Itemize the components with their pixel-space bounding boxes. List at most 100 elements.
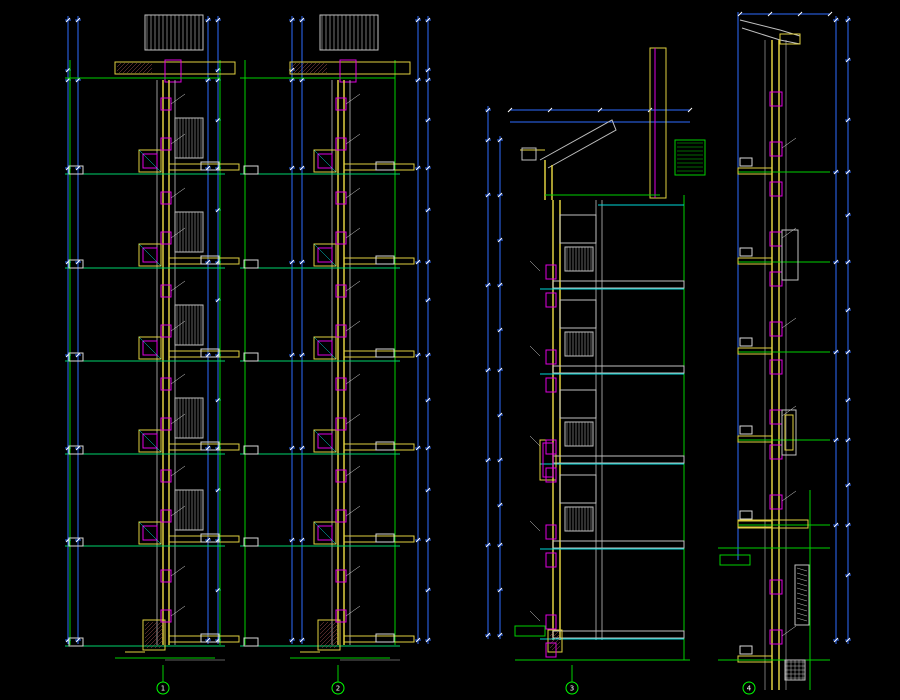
dimension-tick [215,117,221,123]
dimension-tick [497,502,503,508]
dimension-tick [415,352,421,358]
level-label-box [739,337,753,347]
dimension-tick [425,297,431,303]
dimension-lines-layer [65,11,851,644]
window-marker [769,91,783,107]
leader-line [170,227,186,239]
dimension-tick [485,632,491,638]
dimension-tick [485,542,491,548]
ground-annotation-box [514,625,546,637]
level-label-box [243,352,259,362]
dimension-tick [845,482,851,488]
dimension-tick [833,259,839,265]
window-marker [545,552,557,568]
hatch-line [317,63,328,74]
hatch-line [146,67,153,74]
dimension-tick [497,367,503,373]
dimension-tick [845,212,851,218]
hatch-line [555,645,561,651]
window-marker [545,264,557,280]
dimension-tick [299,352,305,358]
dimension-tick [415,77,421,83]
level-label-box [243,637,259,647]
floor-slab [737,655,773,663]
dimension-tick [205,637,211,643]
leader-line [781,137,797,149]
window-diagonal [138,521,162,545]
window-marker [769,494,783,510]
window-diagonal [313,336,337,360]
window-frame [138,429,162,453]
hatch-line [319,627,339,647]
dimension-tick [485,107,491,113]
leader-line [345,133,361,145]
leader-line [529,520,541,532]
hatch-line [142,63,153,74]
floor-slab [737,257,773,265]
dimension-tick [425,165,431,171]
foundation [142,619,166,651]
dimension-tick [75,17,81,23]
level-label-box [243,445,259,455]
window-marker [545,292,557,308]
dimension-tick [75,637,81,643]
dimension-tick [845,349,851,355]
dimension-tick [65,77,71,83]
window-marker [769,141,783,157]
dimension-tick [845,117,851,123]
dimension-tick [485,367,491,373]
dimension-tick [425,17,431,23]
leader-line [345,465,361,477]
leader-line [170,413,186,425]
level-label-box [375,161,395,171]
dimension-tick [845,572,851,578]
window-marker [545,439,557,455]
bay-detail [781,409,797,456]
dimension-tick [205,165,211,171]
dimension-tick [833,637,839,643]
hatch-line [549,633,561,645]
hatch-line [321,631,339,649]
window-sill [317,247,333,263]
level-label-box [739,510,753,520]
dimension-tick [215,297,221,303]
dimension-tick [299,259,305,265]
leader-line [170,93,186,105]
floor-slab [552,280,685,289]
level-label-box [375,633,395,643]
dimension-tick [497,237,503,243]
dimension-tick [415,165,421,171]
level-label-box [200,533,220,543]
dimension-tick [425,352,431,358]
leader-line [345,413,361,425]
leader-line [345,187,361,199]
hatch-line [144,621,154,631]
hatch-line [130,62,142,74]
hatch-line [138,62,150,74]
hatch-line [144,621,162,639]
window-frame [138,521,162,545]
hatch-line [116,62,126,72]
dimension-tick [75,537,81,543]
hatch-line [313,62,325,74]
level-label-box [68,352,84,362]
dimension-tick [833,349,839,355]
opening-frame [559,299,597,329]
window-frame [313,521,337,545]
dimension-tick [507,107,513,113]
dimension-tick [845,259,851,265]
window-sill [142,433,158,449]
level-label-box [68,637,84,647]
leader-line [345,93,361,105]
hatch-line [549,631,559,641]
floor-slab [552,630,685,639]
level-label-box [375,533,395,543]
window-diagonal [313,149,337,173]
window-sill [142,153,158,169]
level-label-box [68,445,84,455]
lower-wall-hatch [796,572,808,577]
dimension-tick [797,11,803,17]
dimension-tick [215,487,221,493]
dimension-tick [497,327,503,333]
dimension-tick [415,259,421,265]
